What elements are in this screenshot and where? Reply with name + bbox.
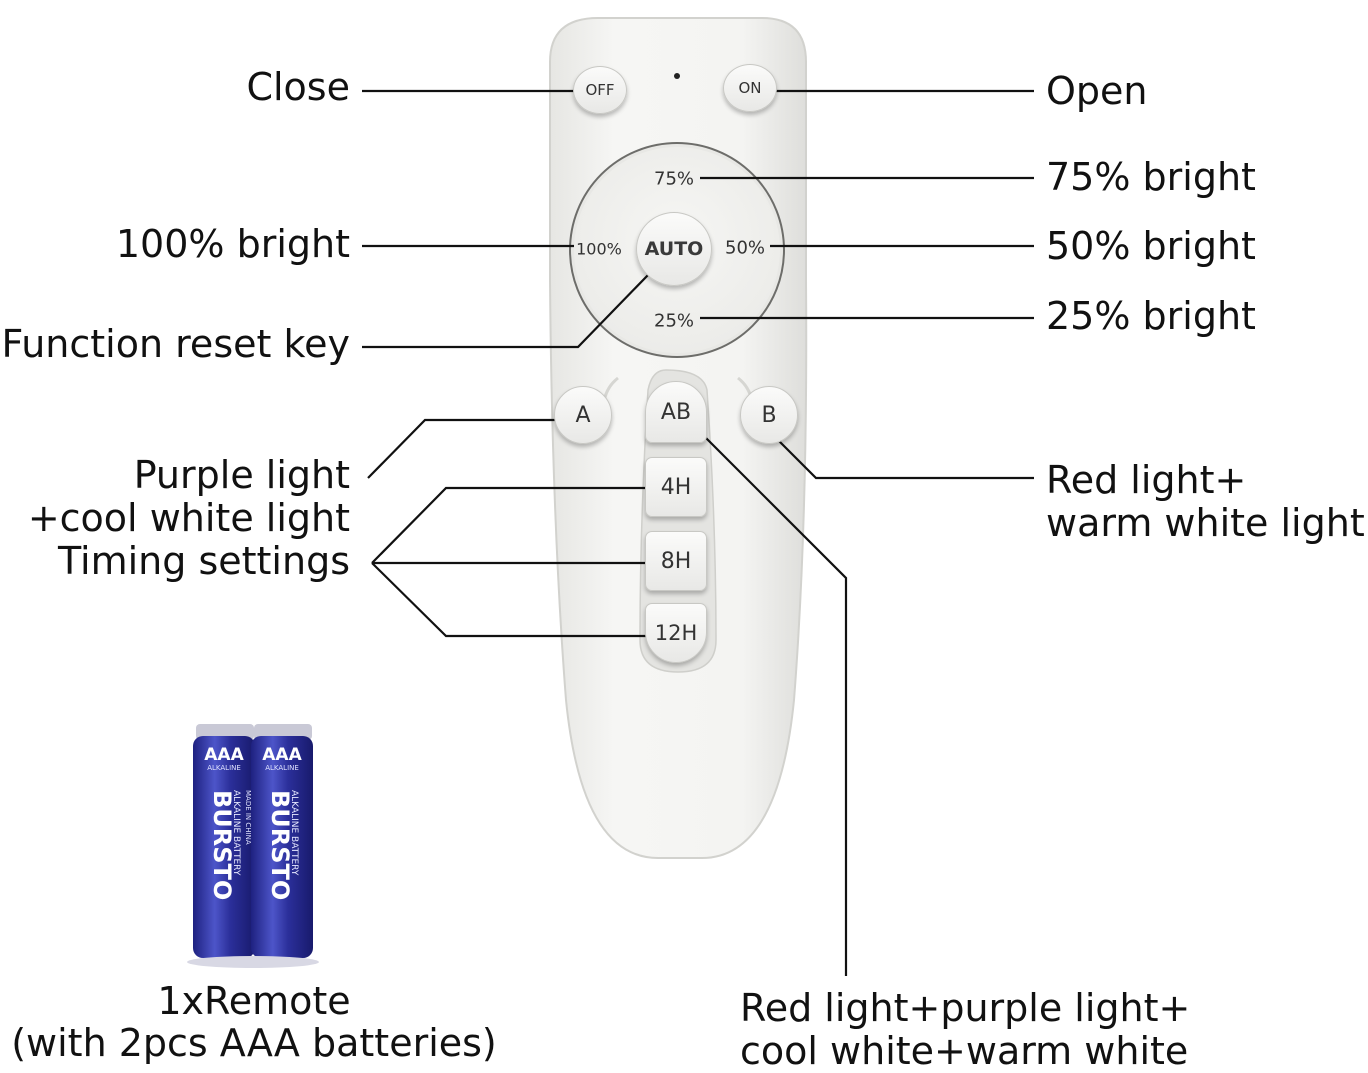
callout-timing: Timing settings	[58, 539, 350, 583]
callout-close: Close	[246, 65, 350, 109]
package-line2: (with 2pcs AAA batteries)	[11, 1021, 497, 1065]
battery-1-brand: BURSTO	[208, 790, 236, 900]
battery-1-type: ALKALINE	[207, 764, 241, 772]
callout-75-bright: 75% bright	[1046, 155, 1256, 199]
timer-4h-button[interactable]: 4H	[645, 457, 707, 517]
a-button[interactable]: A	[554, 386, 612, 444]
brightness-50-button[interactable]: 50%	[724, 237, 766, 259]
callout-all-line2: cool white+warm white	[740, 1029, 1189, 1073]
callout-reset-key: Function reset key	[1, 322, 350, 366]
b-button[interactable]: B	[740, 386, 798, 444]
on-button[interactable]: ON	[723, 64, 777, 112]
batteries	[187, 724, 319, 968]
battery-shadow	[187, 956, 319, 968]
timer-12h-button[interactable]: 12H	[645, 603, 707, 663]
battery-2-label: ALKALINE BATTERY	[289, 790, 299, 876]
battery-1-label: ALKALINE BATTERY	[231, 790, 241, 876]
callout-open: Open	[1046, 69, 1148, 113]
ir-indicator	[674, 73, 680, 79]
leader-lines	[362, 89, 1034, 976]
battery-1-origin: MADE IN CHINA	[244, 790, 252, 845]
callout-purple-line2: +cool white light	[27, 496, 350, 540]
battery-2-brand: BURSTO	[266, 790, 294, 900]
auto-button[interactable]: AUTO	[636, 212, 712, 286]
callout-purple-line1: Purple light	[133, 453, 350, 497]
battery-2-size: AAA	[262, 745, 302, 765]
battery-2-type: ALKALINE	[265, 764, 299, 772]
brightness-25-button[interactable]: 25%	[653, 310, 695, 332]
callout-25-bright: 25% bright	[1046, 294, 1256, 338]
callout-red-line2: warm white light	[1046, 501, 1365, 545]
package-line1: 1xRemote	[157, 979, 351, 1023]
timer-8h-button[interactable]: 8H	[645, 531, 707, 591]
brightness-100-button[interactable]: 100%	[576, 239, 622, 259]
callout-red-line1: Red light+	[1046, 458, 1247, 502]
callout-all-line1: Red light+purple light+	[740, 986, 1191, 1030]
battery-1-size: AAA	[204, 745, 244, 765]
callout-100-bright: 100% bright	[115, 222, 350, 266]
off-button[interactable]: OFF	[573, 66, 627, 114]
callout-50-bright: 50% bright	[1046, 224, 1256, 268]
battery-2	[251, 736, 313, 958]
brightness-75-button[interactable]: 75%	[653, 168, 695, 190]
battery-1	[193, 736, 255, 958]
ab-button[interactable]: AB	[645, 381, 707, 443]
